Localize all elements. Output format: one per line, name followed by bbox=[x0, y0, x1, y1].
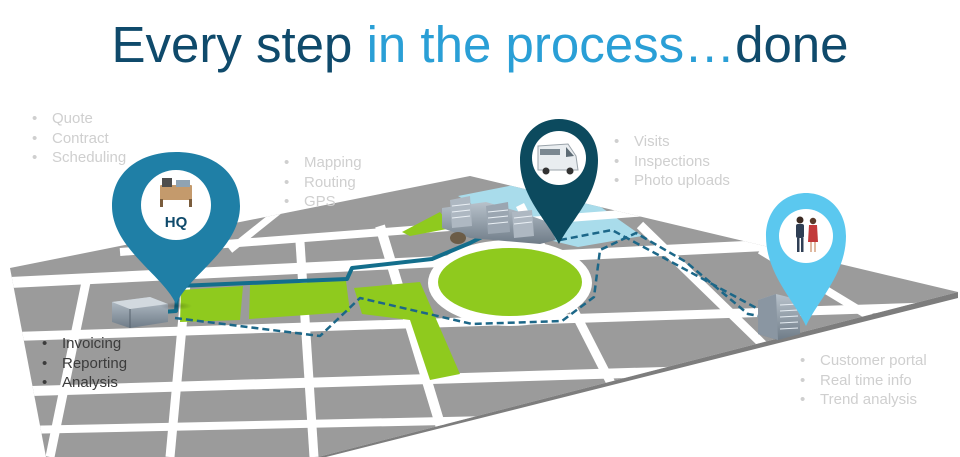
building-hq-office bbox=[112, 297, 168, 328]
list-item: Scheduling bbox=[30, 148, 126, 168]
sales-steps-list: Quote Contract Scheduling bbox=[30, 109, 126, 168]
central-park bbox=[438, 248, 582, 316]
list-item: Routing bbox=[282, 173, 362, 193]
list-item: Mapping bbox=[282, 153, 362, 173]
list-item: Quote bbox=[30, 109, 126, 129]
list-item: Reporting bbox=[40, 354, 127, 374]
office-desk-icon bbox=[160, 178, 192, 207]
list-item: Invoicing bbox=[40, 334, 127, 354]
field-steps-list: Visits Inspections Photo uploads bbox=[612, 132, 730, 191]
list-item: Inspections bbox=[612, 152, 730, 172]
list-item: Trend analysis bbox=[798, 390, 927, 410]
route-dashed-2 bbox=[559, 228, 761, 312]
title-part-accent: in the process… bbox=[366, 16, 736, 73]
list-item: Analysis bbox=[40, 373, 127, 393]
title-part-dark-1: Every step bbox=[111, 16, 367, 73]
list-item: GPS bbox=[282, 192, 362, 212]
list-item: Real time info bbox=[798, 371, 927, 391]
list-item: Photo uploads bbox=[612, 171, 730, 191]
list-item: Contract bbox=[30, 129, 126, 149]
hq-location-pin: HQ bbox=[112, 152, 240, 310]
customer-people-icon bbox=[796, 216, 818, 252]
hq-pin-label: HQ bbox=[165, 214, 188, 231]
list-item: Visits bbox=[612, 132, 730, 152]
office-steps-list: Invoicing Reporting Analysis bbox=[40, 334, 127, 393]
field-service-pin bbox=[520, 119, 598, 244]
list-item: Customer portal bbox=[798, 351, 927, 371]
building-complex bbox=[442, 196, 556, 244]
building-customer-tower bbox=[758, 294, 800, 340]
service-van-icon bbox=[537, 143, 579, 175]
route-dashed-1 bbox=[174, 231, 771, 338]
title-part-dark-2: done bbox=[735, 16, 849, 73]
page-title: Every step in the process…done bbox=[0, 14, 960, 76]
navigation-steps-list: Mapping Routing GPS bbox=[282, 153, 362, 212]
green-blocks bbox=[180, 212, 460, 380]
customer-location-pin bbox=[766, 193, 846, 326]
customer-steps-list: Customer portal Real time info Trend ana… bbox=[798, 351, 927, 410]
